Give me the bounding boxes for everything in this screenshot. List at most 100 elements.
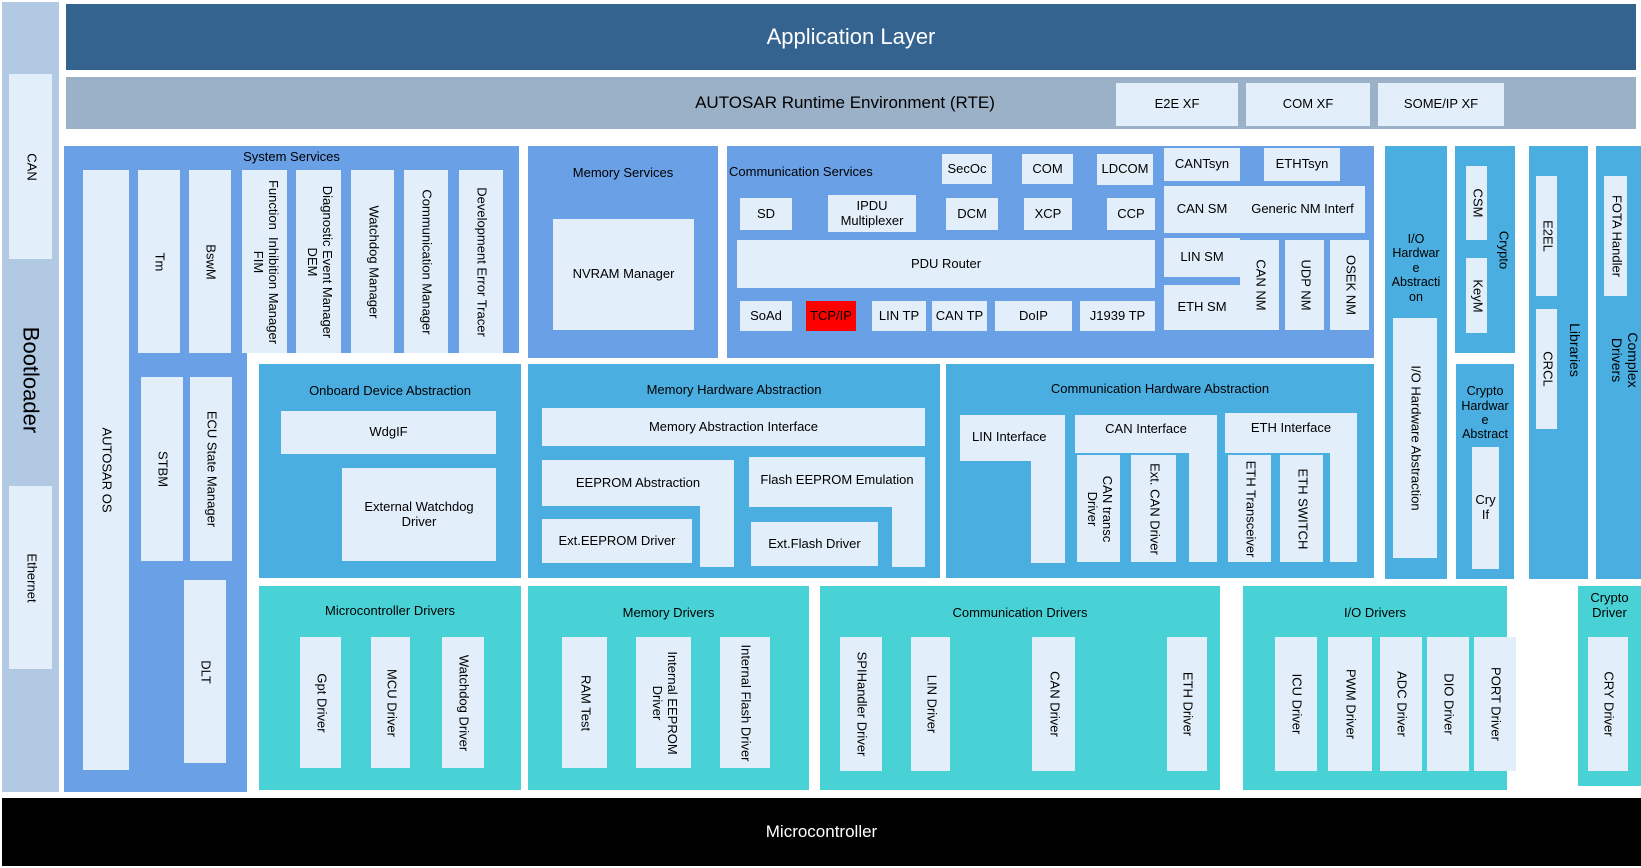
ext-flash-driver: Ext.Flash Driver [751,522,878,566]
rte-bar [66,77,1636,129]
tcpip-module: TCP/IP [806,301,856,331]
ldcom-module: LDCOM [1097,154,1153,185]
bswm-module: BswM [189,170,231,353]
io-drivers-title: I/O Drivers [1343,605,1407,620]
port-driver: PORT Driver [1474,637,1516,771]
io-hw-abstraction-title: I/O Hardwar e Abstracti on [1391,232,1441,304]
rte-label: AUTOSAR Runtime Environment (RTE) [695,93,995,113]
ram-test: RAM Test [562,637,607,768]
external-watchdog-driver: External Watchdog Driver [342,468,496,561]
flash-eeprom-emulation-top [749,457,925,507]
lin-driver: LIN Driver [911,637,950,771]
communication-manager: Communication Manager [404,170,448,353]
can-tp: CAN TP [932,301,987,331]
fim-module: Function Inhibition Manager FIM [242,170,287,353]
memory-drivers-title: Memory Drivers [622,605,715,620]
communication-drivers-title: Communication Drivers [952,605,1088,620]
lin-interface-leg [1031,461,1065,563]
gpt-driver: Gpt Driver [300,637,341,768]
crypto-driver-title: Crypto Driver [1590,590,1629,620]
can-driver: CAN Driver [1032,637,1075,771]
eeprom-abstraction-top [542,460,734,506]
watchdog-manager: Watchdog Manager [351,170,394,353]
tm-module: Tm [138,170,180,353]
fota-handler: FOTA Handler [1604,176,1627,296]
csm-module: CSM [1466,166,1487,240]
pwm-driver: PWM Driver [1328,637,1372,771]
can-interface-leg [1189,453,1217,562]
can-sm: CAN SM [1164,186,1240,233]
communication-drivers [820,586,1220,790]
ccp-module: CCP [1107,198,1155,230]
stbm-module: STBM [141,377,183,561]
can-transceiver-driver: CAN transc Driver [1077,455,1120,562]
system-services [64,146,519,353]
ethtsyn-module: ETHTsyn [1264,148,1340,181]
crypto-title: Crypto [1495,230,1511,270]
ipdu-multiplexer: IPDU Multiplexer [828,195,916,232]
lin-interface-top [960,415,1065,461]
system-services-title: System Services [243,149,340,164]
j1939-tp: J1939 TP [1080,301,1155,331]
osek-nm: OSEK NM [1330,240,1369,330]
doip-module: DoIP [995,301,1072,331]
libraries-title: Libraries [1567,323,1584,377]
eth-switch: ETH SWITCH [1280,455,1323,562]
onboard-device-abstraction-title: Onboard Device Abstraction [309,383,471,398]
e2el-library: E2EL [1536,176,1557,296]
internal-flash-driver: Internal Flash Driver [720,637,770,768]
io-hw-abstraction-inner: I/O Hardware Abstraction [1393,318,1437,558]
comm-hw-abstraction-title: Communication Hardware Abstraction [1050,381,1270,396]
eth-transceiver: ETH Transceiver [1228,455,1271,562]
someip-xf: SOME/IP XF [1378,83,1504,126]
memory-hw-abstraction-title: Memory Hardware Abstraction [646,382,822,397]
memory-abstraction-interface: Memory Abstraction Interface [542,408,925,446]
crypto-hw-abstraction-title: Crypto Hardwar e Abstract [1461,384,1509,442]
eth-interface-leg [1330,453,1357,562]
lin-interface: LIN Interface [972,429,1047,444]
pdu-router: PDU Router [737,240,1155,288]
cryif-module: Cry If [1472,447,1499,569]
crcl-library: CRCL [1536,309,1557,429]
bootloader-can: CAN [9,74,52,259]
flash-eeprom-emulation: Flash EEPROM Emulation [760,471,914,487]
cry-driver: CRY Driver [1588,637,1628,771]
microcontroller-layer: Microcontroller [2,798,1641,866]
eeprom-abstraction: EEPROM Abstraction [575,474,701,490]
bootloader-label: Bootloader [18,326,44,434]
can-interface-top [1075,415,1217,453]
complex-drivers-title: Complex Drivers [1608,332,1641,388]
adc-driver: ADC Driver [1380,637,1422,771]
lin-tp: LIN TP [872,301,926,331]
dcm-module: DCM [946,198,998,230]
secoc-module: SecOc [942,154,992,184]
memory-services-title: Memory Services [572,165,674,180]
generic-nm-interface: Generic NM Interf [1240,186,1365,233]
xcp-module: XCP [1024,198,1072,230]
watchdog-driver: Watchdog Driver [442,637,484,768]
mcu-driver: MCU Driver [371,637,410,768]
eeprom-abstraction-leg [700,506,734,567]
flash-eeprom-emulation-leg [892,507,925,567]
icu-driver: ICU Driver [1275,637,1317,771]
can-nm: CAN NM [1240,240,1279,330]
ext-eeprom-driver: Ext.EEPROM Driver [542,519,692,563]
dlt-module: DLT [184,580,226,763]
lin-sm: LIN SM [1164,238,1240,277]
autosar-os: AUTOSAR OS [83,170,129,770]
nvram-manager: NVRAM Manager [553,219,694,330]
eth-interface: ETH Interface [1250,420,1332,435]
development-error-tracer: Development Error Tracer [459,170,503,353]
communication-services-title: Communication Services [729,164,873,179]
com-xf: COM XF [1246,83,1370,126]
cantsyn-module: CANTsyn [1164,148,1240,181]
keym-module: KeyM [1466,258,1487,333]
ecu-state-manager: ECU State Manager [190,377,232,561]
microcontroller-drivers-title: Microcontroller Drivers [324,603,456,618]
bootloader-ethernet: Ethernet [9,486,52,669]
sd-module: SD [740,198,792,230]
soad-module: SoAd [740,301,792,331]
eth-driver: ETH Driver [1167,637,1207,771]
com-module: COM [1022,154,1073,184]
can-interface: CAN Interface [1105,421,1187,436]
